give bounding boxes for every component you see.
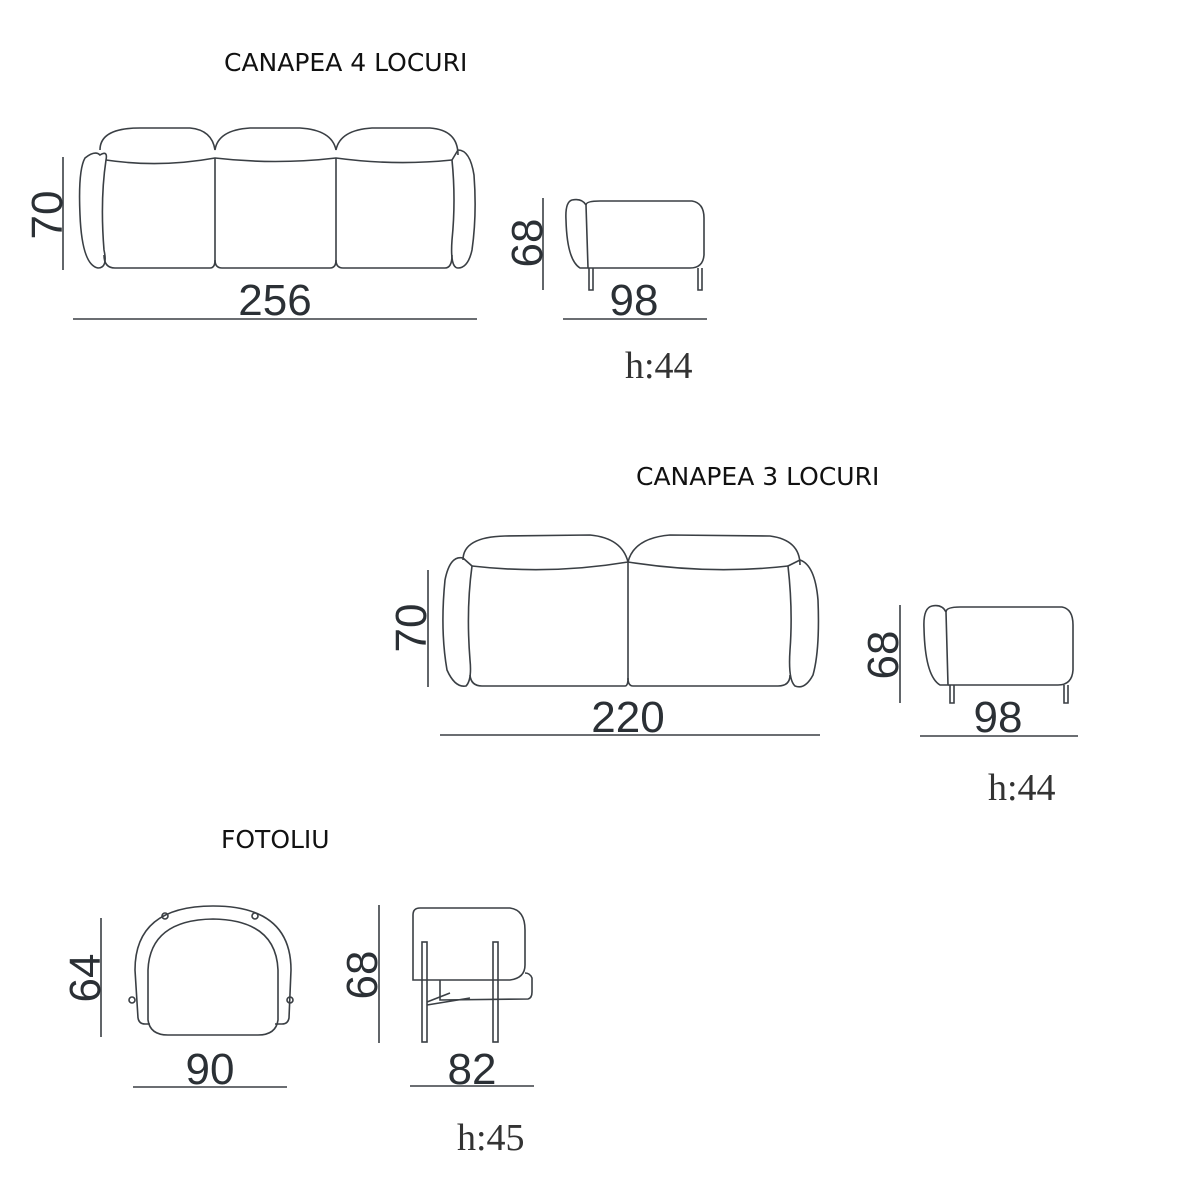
- sofa-4-front-drawing: [78, 127, 476, 269]
- width-label: 220: [591, 693, 664, 742]
- height-label: 64: [61, 954, 110, 1003]
- height-label: 70: [387, 604, 436, 653]
- seat-height-label: h:44: [988, 767, 1056, 809]
- depth-label: 98: [610, 276, 659, 325]
- seat-height-label: h:44: [625, 345, 693, 387]
- depth-label: 82: [448, 1045, 497, 1094]
- section-armchair: FOTOLIU 64 90 68 82 h:45: [61, 825, 534, 1159]
- depth-label: 98: [974, 693, 1023, 742]
- section-title: FOTOLIU: [221, 825, 330, 854]
- width-label: 256: [238, 276, 311, 325]
- armchair-side-drawing: [412, 907, 533, 1043]
- section-sofa-4-seats: CANAPEA 4 LOCURI 70 256 68 98 h:44: [23, 48, 707, 387]
- armchair-top-drawing: [128, 905, 294, 1036]
- sofa-4-side-drawing: [565, 198, 705, 291]
- side-height-label: 68: [859, 631, 908, 680]
- seat-height-label: h:45: [457, 1117, 525, 1159]
- section-sofa-3-seats: CANAPEA 3 LOCURI 70 220 68 98 h:44: [387, 462, 1078, 809]
- height-label: 70: [23, 191, 72, 240]
- side-height-label: 68: [338, 951, 387, 1000]
- section-title: CANAPEA 3 LOCURI: [636, 462, 879, 491]
- section-title: CANAPEA 4 LOCURI: [224, 48, 467, 77]
- side-height-label: 68: [503, 219, 552, 268]
- sofa-3-front-drawing: [442, 534, 820, 688]
- width-label: 90: [186, 1045, 235, 1094]
- sofa-3-side-drawing: [923, 604, 1074, 704]
